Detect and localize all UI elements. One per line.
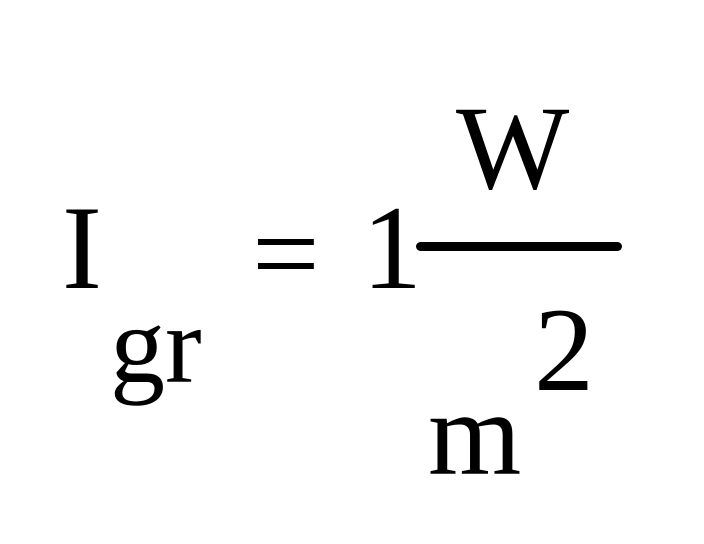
- unit-denominator-exponent: 2: [534, 283, 594, 416]
- unit-denominator-base: m: [428, 367, 522, 500]
- intensity-symbol: I: [62, 181, 102, 314]
- equals-sign: =: [252, 187, 320, 320]
- unit-numerator: W: [456, 81, 570, 214]
- intensity-subscript: gr: [110, 284, 202, 406]
- coefficient: 1: [362, 181, 422, 314]
- fraction-bar: [416, 242, 622, 251]
